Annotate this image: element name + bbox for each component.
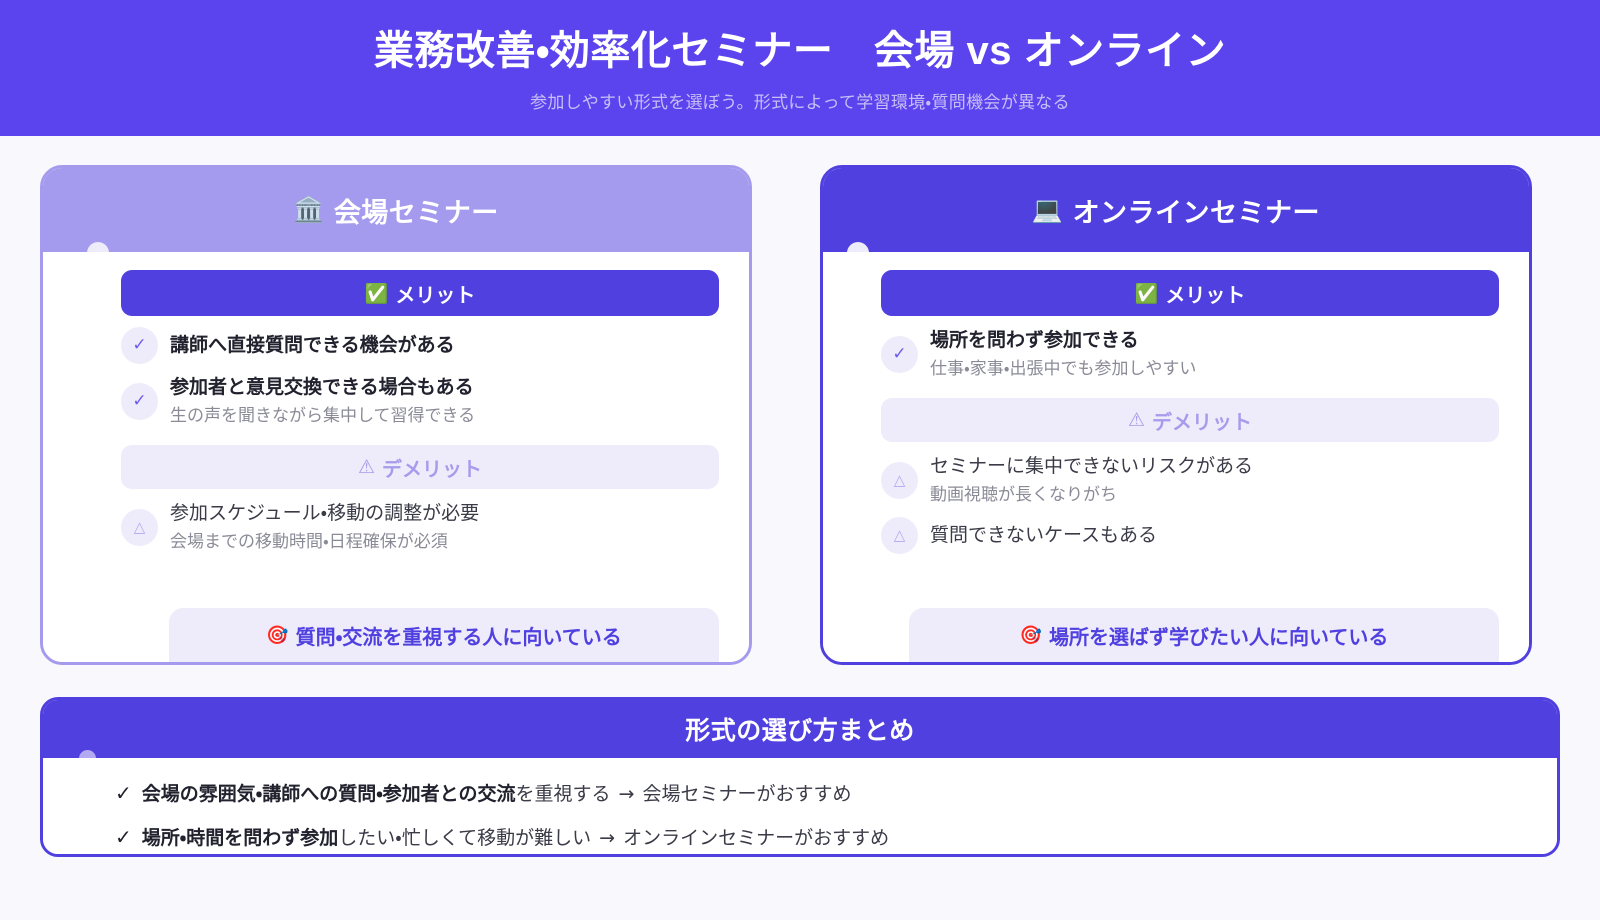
page-subtitle: 参加しやすい形式を選ぼう。形式によって学習環境・質問機会が異なる — [530, 92, 1070, 112]
card-online-recommendation-text: 場所を選ばず学びたい人に向いている — [1049, 626, 1389, 649]
card-online-demerit-label: デメリット — [1152, 411, 1253, 434]
list-item: △ 質問できないケースもある — [881, 512, 1499, 559]
card-venue-merit-label: メリット — [395, 284, 476, 307]
check-icon: ✓ — [121, 327, 158, 364]
summary-line-result: 会場セミナーがおすすめ — [642, 784, 852, 805]
summary-line-result: オンラインセミナーがおすすめ — [623, 827, 890, 849]
page-header: 業務改善・効率化セミナー 会場 vs オンライン 参加しやすい形式を選ぼう。形式… — [0, 0, 1600, 136]
card-online-demerit-bar: ⚠ デメリット — [881, 398, 1499, 443]
card-venue-body: ✅ メリット ✓ 講師へ直接質問できる機会がある ✓ 参加者と意見交換できる場合… — [43, 252, 749, 662]
warning-icon: ⚠ — [357, 456, 376, 479]
card-venue-demerit-bar: ⚠ デメリット — [121, 445, 719, 490]
check-icon: ✓ — [115, 824, 132, 849]
card-online-recommendation: 🎯 場所を選ばず学びたい人に向いている — [909, 608, 1499, 662]
card-venue-merit-list: ✓ 講師へ直接質問できる機会がある ✓ 参加者と意見交換できる場合もある 生の声… — [121, 322, 719, 433]
laptop-icon: 💻 — [1031, 195, 1064, 224]
list-item: △ セミナーに集中できないリスクがある 動画視聴が長くなりがち — [881, 448, 1499, 512]
card-online-merit-list: ✓ 場所を問わず参加できる 仕事・家事・出張中でも参加しやすい — [881, 322, 1499, 386]
list-item-title: セミナーに集中できないリスクがある — [930, 456, 1254, 478]
check-mark-button-icon: ✅ — [364, 282, 389, 305]
summary-panel: 形式の選び方まとめ ✓ 会場の雰囲気・講師への質問・参加者との交流 を重視する … — [40, 697, 1560, 857]
triangle-warning-icon: △ — [881, 517, 918, 555]
list-item-subtitle: 仕事・家事・出張中でも参加しやすい — [930, 358, 1197, 378]
arrow-right-icon: → — [618, 783, 635, 805]
card-venue-header: 🏛️ 会場セミナー — [43, 168, 749, 252]
warning-icon: ⚠ — [1127, 409, 1146, 432]
list-item: ✓ 場所を問わず参加できる 仕事・家事・出張中でも参加しやすい — [881, 322, 1499, 386]
page-title: 業務改善・効率化セミナー 会場 vs オンライン — [373, 28, 1227, 73]
card-online-title: オンラインセミナー — [1072, 197, 1321, 228]
list-item-title: 参加スケジュール・移動の調整が必要 — [170, 503, 480, 525]
card-online-body: ✅ メリット ✓ 場所を問わず参加できる 仕事・家事・出張中でも参加しやすい ⚠… — [823, 252, 1529, 662]
classical-building-icon: 🏛️ — [293, 195, 325, 224]
summary-line: ✓ 会場の雰囲気・講師への質問・参加者との交流 を重視する → 会場セミナーがお… — [115, 772, 1557, 816]
list-item-subtitle: 生の声を聞きながら集中して習得できる — [170, 405, 476, 425]
card-online-merit-bar: ✅ メリット — [881, 270, 1499, 316]
list-item: ✓ 講師へ直接質問できる機会がある — [121, 322, 719, 369]
card-venue-recommendation-text: 質問・交流を重視する人に向いている — [295, 626, 622, 649]
summary-line-emphasis: 場所・時間を問わず参加 — [141, 827, 339, 849]
summary-line-rest: したい・忙しくて移動が難しい — [338, 827, 592, 849]
card-online-merit-label: メリット — [1165, 284, 1246, 307]
summary-line-rest: を重視する — [515, 784, 611, 805]
card-online-seminar: 💻 オンラインセミナー ✅ メリット ✓ 場所を問わず参加できる 仕事・家事・出… — [820, 165, 1532, 665]
list-item-title: 質問できないケースもある — [930, 524, 1158, 546]
list-item-title: 場所を問わず参加できる — [930, 330, 1139, 351]
card-venue-title: 会場セミナー — [333, 197, 499, 228]
direct-hit-icon: 🎯 — [266, 624, 289, 646]
triangle-warning-icon: △ — [121, 508, 158, 546]
summary-body: ✓ 会場の雰囲気・講師への質問・参加者との交流 を重視する → 会場セミナーがお… — [43, 758, 1557, 855]
list-item-title: 参加者と意見交換できる場合もある — [170, 377, 474, 398]
arrow-right-icon: → — [599, 826, 616, 849]
card-venue-seminar: 🏛️ 会場セミナー ✅ メリット ✓ 講師へ直接質問できる機会がある ✓ — [40, 165, 752, 665]
check-icon: ✓ — [115, 781, 132, 805]
card-venue-demerit-label: デメリット — [382, 458, 483, 481]
summary-header: 形式の選び方まとめ — [43, 700, 1557, 758]
triangle-warning-icon: △ — [881, 461, 918, 499]
direct-hit-icon: 🎯 — [1019, 624, 1042, 646]
card-online-demerit-list: △ セミナーに集中できないリスクがある 動画視聴が長くなりがち △ 質問できない… — [881, 448, 1499, 559]
check-icon: ✓ — [881, 335, 918, 373]
list-item: ✓ 参加者と意見交換できる場合もある 生の声を聞きながら集中して習得できる — [121, 369, 719, 433]
summary-line: ✓ 場所・時間を問わず参加 したい・忙しくて移動が難しい → オンラインセミナー… — [115, 816, 1557, 855]
list-item-title: 講師へ直接質問できる機会がある — [170, 334, 455, 356]
comparison-row: 🏛️ 会場セミナー ✅ メリット ✓ 講師へ直接質問できる機会がある ✓ — [0, 136, 1600, 665]
list-item-subtitle: 動画視聴が長くなりがち — [930, 484, 1117, 504]
card-venue-merit-bar: ✅ メリット — [121, 270, 719, 316]
check-mark-button-icon: ✅ — [1134, 282, 1159, 305]
list-item: △ 参加スケジュール・移動の調整が必要 会場までの移動時間・日程確保が必須 — [121, 495, 719, 559]
card-venue-recommendation: 🎯 質問・交流を重視する人に向いている — [169, 608, 719, 662]
check-icon: ✓ — [121, 382, 158, 420]
card-venue-demerit-list: △ 参加スケジュール・移動の調整が必要 会場までの移動時間・日程確保が必須 — [121, 495, 719, 559]
card-online-header: 💻 オンラインセミナー — [823, 168, 1529, 252]
list-item-subtitle: 会場までの移動時間・日程確保が必須 — [170, 531, 448, 551]
summary-line-emphasis: 会場の雰囲気・講師への質問・参加者との交流 — [141, 784, 516, 805]
